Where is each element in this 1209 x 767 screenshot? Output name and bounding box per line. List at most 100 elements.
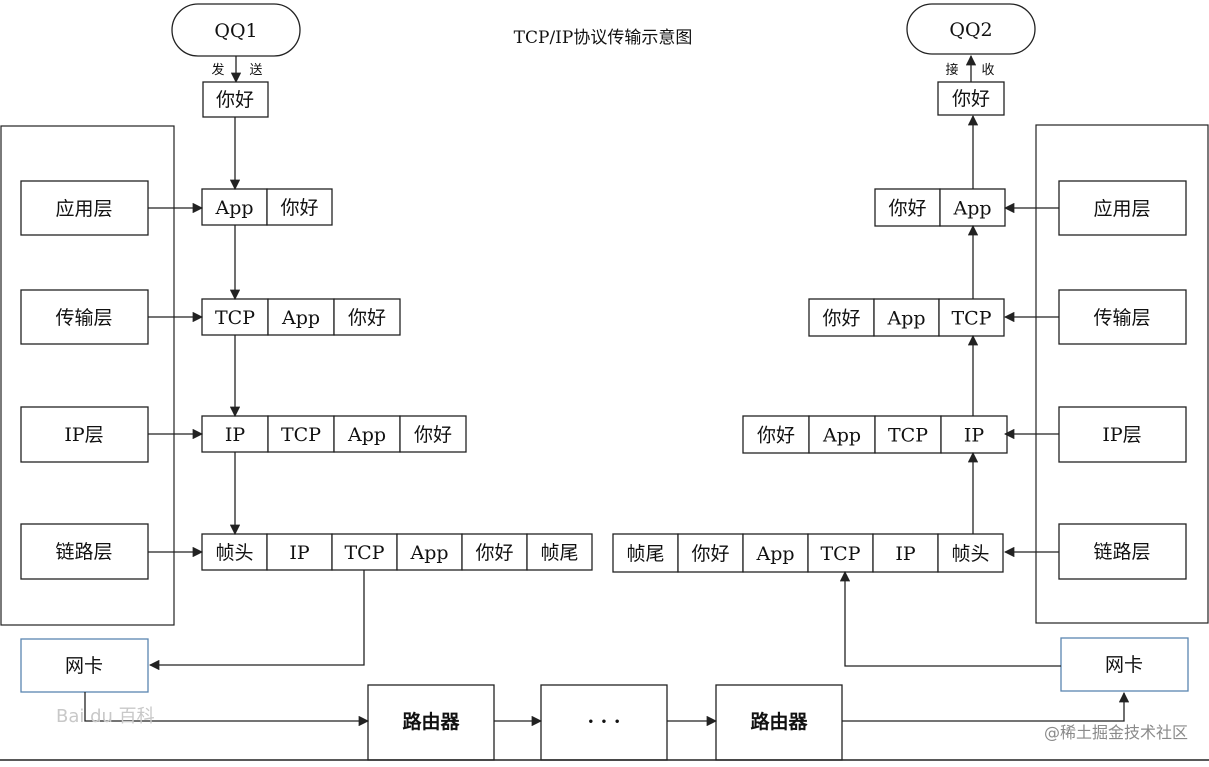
- receiver-packet-link: 帧尾 你好 App TCP IP 帧头: [612, 533, 1004, 573]
- router-1: [367, 684, 495, 761]
- receiver-nic-label: 网卡: [1105, 654, 1143, 676]
- sender-stack-frame: [0, 125, 175, 626]
- sender-layer-transport: [20, 289, 149, 345]
- receive-label-2: 收: [981, 63, 994, 78]
- arrow-nic-to-router: [84, 692, 370, 727]
- pk-app-cell-1: [266, 188, 333, 226]
- pk-tcp-cell-0: [201, 298, 269, 336]
- sender-message: 你好: [216, 89, 254, 111]
- pk-tcp-cell-label-2: 你好: [348, 307, 386, 329]
- sender-nic-label: 网卡: [65, 655, 103, 677]
- pk-link-r-cell-label-4: IP: [895, 543, 916, 565]
- sender-packet-ip: IP TCP App 你好: [201, 415, 467, 453]
- pk-link-cell-label-0: 帧头: [215, 542, 253, 564]
- sender-nic: [20, 638, 149, 693]
- pk-app-r-cell-label-0: 你好: [888, 198, 926, 220]
- pk-tcp-r-cell-label-0: 你好: [822, 308, 860, 330]
- pk-app-r-cell-label-1: App: [952, 198, 991, 220]
- pk-ip-cell-label-1: TCP: [281, 424, 321, 446]
- pk-link-r-cell-1: [677, 533, 744, 573]
- pk-link-cell-1: [266, 533, 333, 571]
- pk-tcp-cell-label-0: TCP: [215, 307, 255, 329]
- pk-app-cell-label-0: App: [214, 197, 253, 219]
- receiver-packet-tcp: 你好 App TCP: [808, 298, 1005, 337]
- sender-packet-app: App 你好: [201, 188, 333, 226]
- pk-ip-r-cell-label-1: App: [822, 425, 861, 447]
- router-2-label: 路由器: [750, 710, 808, 733]
- sender-message-box: [202, 81, 269, 118]
- pk-link-cell-5: [526, 533, 593, 571]
- diagram-title: TCP/IP协议传输示意图: [514, 28, 693, 48]
- qq2-label: QQ2: [949, 19, 992, 41]
- pk-tcp-cell-2: [333, 298, 401, 336]
- pk-link-r-cell-label-1: 你好: [691, 543, 729, 565]
- receiver-layer-transport-label: 传输层: [1093, 307, 1150, 329]
- receiver-layer-link-label: 链路层: [1093, 541, 1150, 563]
- receiver-layer-application: [1058, 180, 1187, 236]
- arrow-packet-to-nic: [148, 570, 365, 671]
- receiver-layer-link: [1058, 523, 1187, 580]
- receiver-stack-frame: [1035, 124, 1209, 624]
- sender-packet-link: 帧头 IP TCP App 你好 帧尾: [201, 533, 593, 571]
- pk-link-cell-2: [331, 533, 398, 571]
- router-1-label: 路由器: [402, 710, 460, 733]
- pk-link-r-cell-label-2: App: [755, 543, 794, 565]
- sender-layer-application-label: 应用层: [55, 198, 112, 220]
- send-label-2: 送: [249, 63, 262, 78]
- pk-ip-cell-label-0: IP: [225, 424, 246, 446]
- pk-ip-r-cell-0: [742, 415, 810, 454]
- pk-link-r-cell-4: [872, 533, 939, 573]
- pk-tcp-r-cell-0: [808, 298, 875, 337]
- pk-link-r-cell-2: [742, 533, 809, 573]
- pk-link-r-cell-label-3: TCP: [821, 543, 861, 565]
- receiver-layer-ip-label: IP层: [1102, 424, 1141, 446]
- receiver-message: 你好: [952, 88, 990, 110]
- baidu-watermark: Bai du 百科: [56, 706, 155, 727]
- pk-link-cell-4: [461, 533, 528, 571]
- receiver-layer-transport: [1058, 289, 1187, 345]
- pk-ip-cell-label-2: App: [347, 424, 386, 446]
- pk-ip-r-cell-3: [940, 415, 1008, 454]
- sender-layer-link: [20, 523, 149, 580]
- arrow-router-to-nic: [842, 691, 1130, 722]
- pk-app-cell-label-1: 你好: [280, 197, 318, 219]
- pk-link-r-cell-3: [807, 533, 874, 573]
- pk-link-r-cell-5: [937, 533, 1004, 573]
- receiver-message-box: [937, 81, 1005, 116]
- pk-ip-r-cell-2: [874, 415, 942, 454]
- pk-link-cell-label-1: IP: [289, 542, 310, 564]
- qq1-label: QQ1: [214, 20, 257, 42]
- pk-link-cell-label-4: 你好: [475, 542, 513, 564]
- arrow-nic-to-packet: [839, 570, 1061, 667]
- pk-ip-cell-3: [399, 415, 467, 453]
- sender-layer-ip-label: IP层: [64, 424, 103, 446]
- pk-link-r-cell-label-0: 帧尾: [626, 543, 664, 565]
- sender-layer-ip: [20, 406, 149, 463]
- pk-ip-r-cell-label-3: IP: [964, 425, 985, 447]
- pk-tcp-r-cell-1: [873, 298, 940, 337]
- router-ellipsis: [540, 684, 668, 761]
- pk-ip-r-cell-label-0: 你好: [757, 425, 795, 447]
- pk-tcp-r-cell-label-1: App: [886, 308, 925, 330]
- pk-ip-r-cell-label-2: TCP: [888, 425, 928, 447]
- pk-link-cell-label-2: TCP: [345, 542, 385, 564]
- receiver-layer-ip: [1058, 406, 1187, 463]
- router-ellipsis-label: · · ·: [587, 711, 620, 733]
- sender-layer-transport-label: 传输层: [55, 307, 112, 329]
- juejin-watermark: @稀土掘金技术社区: [1044, 723, 1188, 742]
- receiver-packet-app: 你好 App: [874, 188, 1006, 227]
- pk-link-r-cell-label-5: 帧头: [951, 543, 989, 565]
- sender-packet-tcp: TCP App 你好: [201, 298, 401, 336]
- receive-label-1: 接: [945, 62, 958, 78]
- sender-layer-link-label: 链路层: [55, 541, 112, 563]
- pk-tcp-r-cell-label-2: TCP: [952, 308, 992, 330]
- pk-link-cell-label-3: App: [409, 542, 448, 564]
- pk-link-cell-label-5: 帧尾: [540, 542, 578, 564]
- pk-ip-cell-label-3: 你好: [414, 424, 452, 446]
- receiver-layer-application-label: 应用层: [1093, 198, 1150, 220]
- receiver-nic: [1060, 637, 1189, 692]
- pk-tcp-cell-label-1: App: [281, 307, 320, 329]
- pk-ip-cell-2: [333, 415, 401, 453]
